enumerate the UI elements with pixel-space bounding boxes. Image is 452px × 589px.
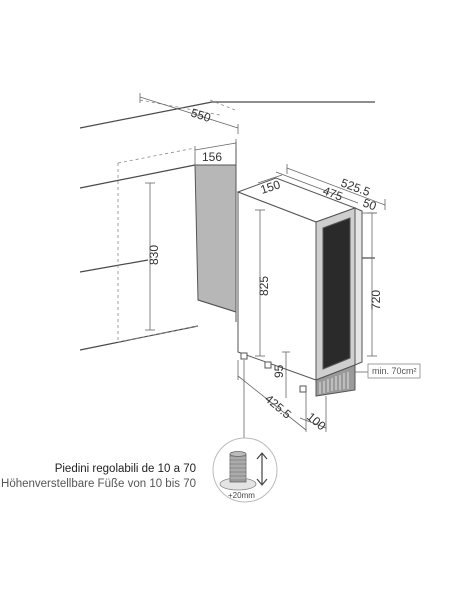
vent-note: min. 70cm² [355, 363, 421, 379]
counter-front-edge [79, 164, 196, 189]
wine-cooler [236, 177, 363, 381]
dim-niche-height: 830 [147, 245, 161, 265]
dim-niche-depth: 550 [189, 106, 213, 126]
dim-foot-spacing: 100 [304, 410, 329, 434]
mid-shelf-left [79, 259, 149, 273]
foot-caption-german: Höhenverstellbare Füße von 10 bis 70 [1, 478, 196, 490]
vent-note-text: min. 70cm² [372, 366, 417, 376]
dim-foot-height: 95 [272, 364, 286, 378]
vent-grille [315, 364, 356, 397]
vent-note-box [367, 363, 421, 379]
dim-door-height: 720 [369, 290, 383, 310]
dim-door-thickness: 50 [361, 196, 379, 214]
foot-front-left [240, 352, 248, 360]
dim-niche-width: 156 [202, 150, 222, 164]
floor-front-edge [79, 325, 199, 351]
up-down-arrow-icon [256, 452, 268, 486]
foot-back-left [264, 361, 272, 369]
top-cabinet-front-edge [79, 101, 213, 129]
cooler-feet [240, 352, 307, 393]
niche-back-wall [194, 164, 237, 313]
niche [194, 142, 237, 322]
foot-extension-label: +20mm [228, 491, 255, 500]
cabinet-lines [79, 101, 375, 351]
dim-unit-depth-body: 475 [321, 184, 345, 204]
foot-caption-italian: Piedini regolabili de 10 a 70 [55, 463, 196, 475]
niche-guides [117, 99, 236, 343]
door-edge [354, 207, 363, 366]
door-glass [322, 217, 351, 370]
dim-unit-width: 150 [259, 177, 283, 197]
foot-front-right [299, 385, 307, 393]
dim-unit-height: 825 [257, 276, 271, 296]
foot-detail: +20mm [212, 437, 278, 503]
cooler-side [237, 191, 317, 381]
dimension-lines [139, 93, 386, 450]
